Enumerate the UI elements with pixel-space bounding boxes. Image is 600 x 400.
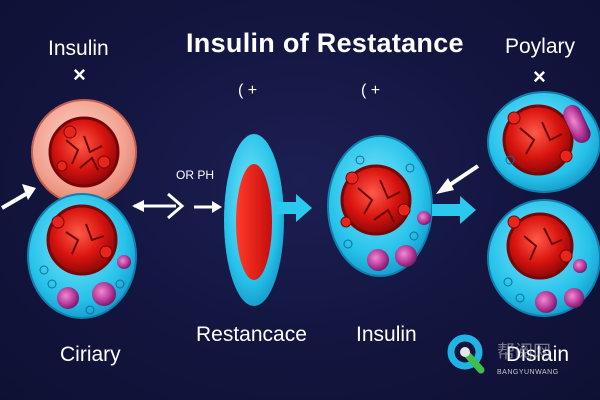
- right-top-cell: [487, 91, 600, 193]
- paren-label-left: ( +: [238, 82, 258, 99]
- left-entry-arrow: [0, 184, 36, 210]
- label-bottom-center-left: Restancace: [196, 323, 307, 346]
- mark-top-left: ×: [73, 62, 86, 87]
- pointer-arrow: [436, 164, 480, 194]
- small-arrow: [194, 201, 222, 213]
- center-right-cell: [327, 135, 433, 277]
- cyan-arrow-center: [274, 194, 312, 222]
- watermark-subtitle: BANGYUNWANG: [497, 369, 559, 376]
- label-bottom-right: Dislain: [506, 343, 570, 366]
- label-bottom-left: Ciriary: [60, 343, 121, 366]
- label-top-left: Insulin: [48, 37, 109, 60]
- small-arrow-text: OR PH: [176, 168, 215, 182]
- paren-label-right: ( +: [361, 82, 381, 99]
- left-top-pink-cell: [31, 99, 137, 205]
- right-bottom-cell: [487, 199, 600, 317]
- center-lens: [224, 134, 284, 306]
- label-bottom-center-right: Insulin: [356, 323, 417, 346]
- left-bottom-cyan-cell: [27, 193, 137, 319]
- watermark-glyphs: 帮阅网: [497, 342, 551, 363]
- cyan-arrow-right: [432, 196, 476, 224]
- double-arrow: [132, 192, 185, 220]
- watermark-logo: [447, 334, 485, 374]
- diagram-title: Insulin of Restatance: [186, 28, 464, 58]
- label-top-right: Poylary: [505, 35, 576, 58]
- mark-top-right: ×: [533, 64, 546, 89]
